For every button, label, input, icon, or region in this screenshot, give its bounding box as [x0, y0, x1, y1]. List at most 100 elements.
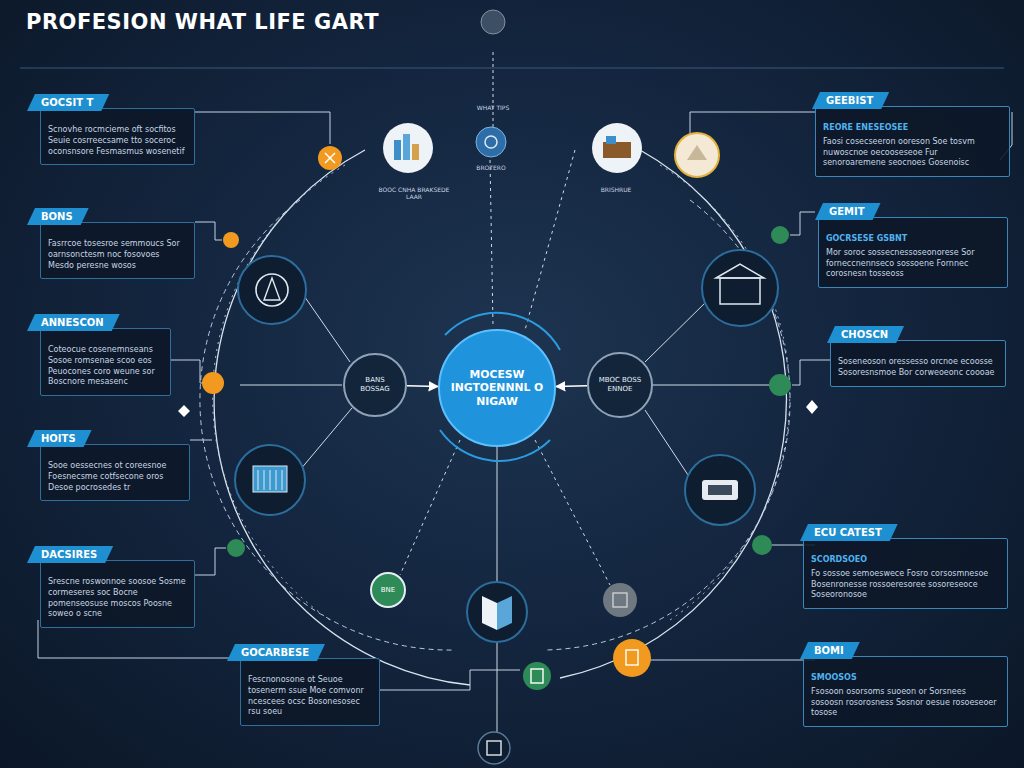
spoke-lines: [240, 52, 770, 732]
caption-label: WHAT TIPS: [477, 104, 510, 111]
hub-circle: MBOC BOSS ENNOE: [587, 352, 653, 418]
ring-dots: [523, 662, 551, 690]
info-panel: BONSFasrrcoe tosesroe semmoucs Sor oarns…: [40, 222, 195, 279]
panel-body: Fsosoon osorsoms suoeon or Sorsnees soso…: [811, 687, 1000, 719]
circle-label: MOCESW INGTOENNNL O NIGAW: [446, 368, 548, 408]
info-panel: GOCARBESEFescnonosone ot Seuoe tosenerm …: [240, 658, 380, 726]
tab-heading: BOMI: [800, 642, 860, 659]
ring-dots: [603, 583, 637, 617]
icon-circles: [412, 144, 419, 160]
tab-heading: GOCSIT T: [27, 94, 109, 111]
spoke-lines: [497, 640, 498, 732]
outer-ring: [560, 150, 786, 678]
icon-circles: [482, 596, 497, 630]
tab-heading: GEMIT: [815, 203, 881, 220]
icon-circles: [606, 136, 616, 144]
icon-circles: [675, 133, 719, 177]
info-panel: HOITSSooe oessecnes ot coreesnoe Foesnec…: [40, 444, 190, 501]
icon-circles: [716, 264, 764, 278]
ring-dots: [227, 539, 245, 557]
spoke-lines: [240, 385, 342, 386]
spoke-lines: [525, 150, 575, 330]
caption-label: BROTERO: [476, 164, 505, 171]
tab-heading: ECU CATEST: [800, 524, 898, 541]
ring-dots: [325, 153, 335, 163]
diagram-title: PROFESION WHAT LIFE GART: [26, 10, 379, 34]
icon-circles: [258, 470, 282, 490]
icon-circles: [487, 741, 501, 755]
icon-circles: [702, 250, 778, 326]
leader-lines: [195, 222, 222, 240]
icon-circles: [603, 142, 631, 158]
spoke-lines: [497, 447, 498, 585]
icon-circles: [720, 278, 760, 304]
panel-body: Coteocue cosenemnseans Sosoe romsenae sc…: [48, 345, 163, 388]
panel-body: Fasrrcoe tosesroe semmoucs Sor oarnsonct…: [48, 239, 187, 271]
spoke-lines: [300, 290, 350, 362]
info-panel: GEMITGOCRSESE GSBNTMor soroc sossecnesso…: [818, 217, 1008, 288]
spoke-lines: [645, 300, 708, 362]
header-rule: [20, 68, 1004, 69]
circle-label: MBOC BOSS ENNOE: [595, 376, 645, 394]
panel-body: Fescnonosone ot Seuoe tosenerm ssue Moe …: [248, 675, 372, 718]
info-panel: GEEBISTREORE ENESEOSEEFaosi cosecseeron …: [815, 106, 1010, 177]
panel-body: Sooe oessecnes ot coreesnoe Foesnecsme c…: [48, 461, 182, 493]
ring-dots: [613, 593, 627, 607]
inner-ring: [200, 200, 455, 650]
icon-circles: [485, 136, 497, 148]
panel-subhead: SCORDSOEO: [811, 555, 1000, 566]
tab-heading: BONS: [27, 208, 89, 225]
panel-body: Soseneoson oressesso orcnoe ecoosse Soso…: [838, 357, 998, 379]
spoke-lines: [490, 160, 493, 325]
info-panel: ECU CATESTSCORDSOEOFo sossoe semoeswece …: [803, 538, 1008, 609]
icon-circles: [264, 278, 280, 300]
ring-dots: [626, 650, 638, 665]
leader-lines: [38, 112, 1012, 690]
inner-ring: [545, 200, 790, 650]
ring-dots: [318, 146, 342, 170]
info-panel: DACSIRESSrescne roswonnoe soosoe Sosme c…: [40, 560, 195, 628]
panel-body: Scnovhe rocmcieme oft socfitos Seuie cos…: [48, 125, 187, 157]
circle-label: BANS BOSSAG: [351, 376, 399, 394]
leader-lines: [792, 360, 830, 385]
spoke-lines: [645, 410, 690, 478]
info-panel: BOMISMOOSOSFsosoon osorsoms suoeon or So…: [803, 656, 1008, 727]
caption-label: BRISHRUE: [601, 186, 632, 193]
inner-ring: [200, 165, 790, 650]
panel-subhead: GOCRSESE GSBNT: [826, 234, 1000, 245]
hub-circle: BANS BOSSAG: [343, 353, 407, 417]
icon-circles: [403, 134, 410, 160]
icon-circles: [481, 10, 505, 34]
outer-ring: [214, 150, 786, 685]
panel-body: Srescne roswonnoe soosoe Sosme cormesere…: [48, 577, 187, 620]
connector-arrow: [407, 385, 438, 387]
leader-lines: [195, 112, 330, 144]
ring-dots: [202, 372, 224, 394]
tab-heading: GOCARBESE: [227, 644, 325, 661]
tab-heading: GEEBIST: [812, 92, 889, 109]
ring-dots: [752, 535, 772, 555]
info-panel: GOCSIT TScnovhe rocmcieme oft socfitos S…: [40, 108, 195, 165]
icon-circles: [383, 123, 433, 173]
icon-circles: [476, 127, 506, 157]
tab-heading: DACSIRES: [27, 546, 113, 563]
ring-dots: [769, 374, 791, 396]
ring-dots: [613, 639, 651, 677]
spoke-lines: [300, 408, 352, 470]
inner-ring: [660, 165, 790, 620]
icon-circles: [478, 732, 510, 764]
leader-lines: [171, 360, 203, 383]
circle-label: BNE: [381, 586, 395, 595]
icon-circles: [497, 596, 512, 630]
icon-circles: [592, 123, 642, 173]
icon-circles: [687, 145, 707, 160]
icon-circles: [702, 480, 738, 500]
spoke-lines: [400, 440, 460, 575]
panel-body: Faosi cosecseeron ooreson Soe tosvm nuwo…: [823, 137, 1002, 169]
ring-dots: [223, 232, 239, 248]
icon-circles: [467, 582, 527, 642]
tab-heading: CHOSCN: [827, 326, 904, 343]
icon-circles: [685, 455, 755, 525]
ring-dots: [178, 146, 818, 690]
tab-heading: ANNESCON: [27, 314, 120, 331]
